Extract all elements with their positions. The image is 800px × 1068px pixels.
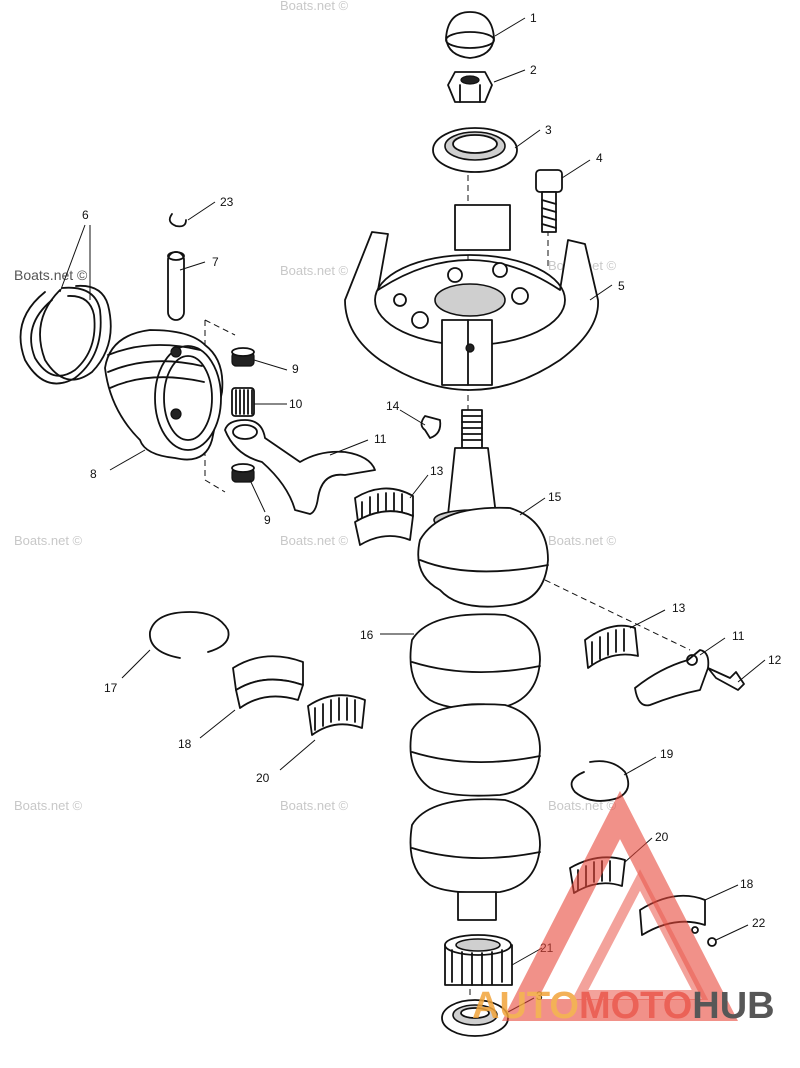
part-piston-pin: [167, 251, 185, 321]
callout-4: 4: [596, 151, 603, 165]
callout-8: 8: [90, 467, 97, 481]
part-cap-bolt: [707, 667, 745, 691]
part-bearing-cage-upper: [354, 487, 414, 546]
callout-2: 2: [530, 63, 537, 77]
part-roller-bearing: [444, 934, 513, 986]
callout-11b: 11: [732, 629, 745, 643]
callout-11: 11: [374, 432, 387, 446]
callout-6: 6: [82, 208, 89, 222]
leader-lines: [59, 17, 766, 1013]
part-seal-upper: [432, 127, 518, 173]
part-key: [420, 415, 442, 439]
callout-9: 9: [292, 362, 299, 376]
part-thrust-washer-upper: [231, 347, 255, 367]
callout-18: 18: [178, 737, 192, 751]
callout-14: 14: [386, 399, 400, 413]
part-clip-top: [168, 213, 187, 228]
logo-triangle-inner: [571, 869, 709, 1000]
watermark: Boats.net ©: [280, 798, 349, 813]
part-cap: [445, 11, 495, 59]
watermark: Boats.net ©: [280, 0, 349, 13]
part-needle-cage-right: [584, 624, 639, 669]
watermark: Boats.net ©: [14, 533, 83, 548]
callout-13b: 13: [672, 601, 686, 615]
callout-20b: 20: [655, 830, 669, 844]
part-crankshaft: [409, 409, 549, 921]
part-connecting-rod: [224, 419, 376, 515]
watermark-main: Boats.net ©: [14, 267, 88, 283]
part-rod-cap: [634, 649, 710, 707]
watermark: Boats.net ©: [548, 533, 617, 548]
part-thrust-washer-lower: [231, 463, 255, 483]
callout-22: 22: [752, 916, 766, 930]
callout-12: 12: [768, 653, 782, 667]
logo-part-hub: HUB: [692, 985, 774, 1027]
callout-9b: 9: [264, 513, 271, 527]
callout-18b: 18: [740, 877, 754, 891]
logo-part-auto: AUTO: [472, 985, 579, 1027]
part-needle-cage-left: [307, 694, 366, 736]
part-retaining-ring-left: [149, 611, 230, 659]
callout-15: 15: [548, 490, 562, 504]
part-bolt: [535, 169, 563, 233]
callout-16: 16: [360, 628, 374, 642]
watermark: Boats.net ©: [280, 263, 349, 278]
part-bearing-half-left: [232, 655, 304, 709]
watermark: Boats.net ©: [280, 533, 349, 548]
automotohub-logo: AUTOMOTOHUB: [472, 790, 775, 1027]
callout-17: 17: [104, 681, 118, 695]
part-locating-pin: [707, 937, 717, 947]
callout-5: 5: [618, 279, 625, 293]
callout-10: 10: [289, 397, 303, 411]
rod-cap-axis-line: [544, 579, 691, 651]
logo-triangle-outer: [501, 790, 739, 1021]
part-bearing-housing: [344, 204, 599, 391]
part-piston-rings: [19, 284, 112, 385]
logo-part-moto: MOTO: [579, 985, 692, 1027]
callout-20: 20: [256, 771, 270, 785]
watermark: Boats.net ©: [14, 798, 83, 813]
callout-7: 7: [212, 255, 219, 269]
callout-1: 1: [530, 11, 537, 25]
part-nut: [447, 71, 493, 103]
watermarks: Boats.net © Boats.net © Boats.net © Boat…: [14, 0, 617, 813]
callout-3: 3: [545, 123, 552, 137]
part-piston: [104, 329, 224, 461]
callout-19: 19: [660, 747, 674, 761]
callout-23: 23: [220, 195, 234, 209]
logo-wordmark: AUTOMOTOHUB: [472, 985, 775, 1027]
callout-13: 13: [430, 464, 444, 478]
part-seal-lower: [441, 999, 509, 1037]
part-needle-bearing: [231, 387, 255, 417]
